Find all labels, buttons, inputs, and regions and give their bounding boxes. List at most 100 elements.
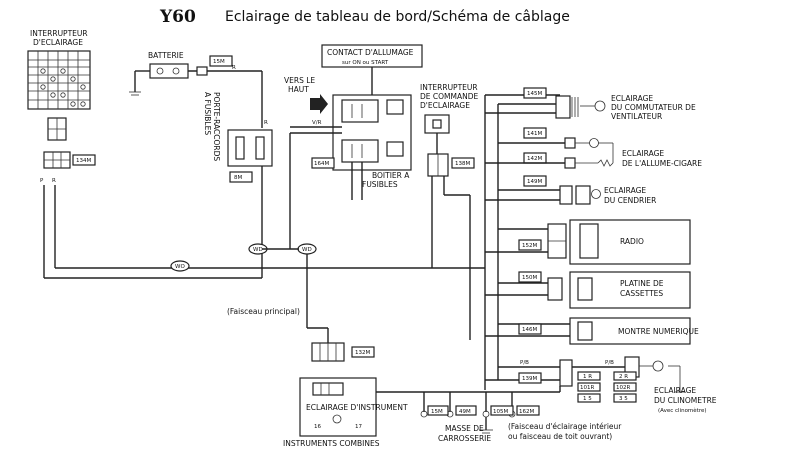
clinometer-bulb-icon: [652, 360, 664, 372]
connector-label-146m: 146M: [522, 327, 537, 333]
ground-label-105m: 105M: [493, 409, 508, 415]
connector-tag-15m: [209, 55, 233, 67]
instrument-pin-16: 16: [314, 424, 321, 430]
fan-bulb-icon: [594, 100, 606, 112]
wire-code-vr: V/R: [312, 120, 322, 126]
connector-tag-141m: [523, 127, 547, 139]
svg-text:102R: 102R: [616, 385, 630, 391]
ignition-label-1: CONTACT D'ALLUMAGE: [327, 48, 414, 57]
fan-label-2: DU COMMUTATEUR DE: [611, 103, 696, 112]
control-switch-label-3: D'ECLAIRAGE: [420, 101, 470, 110]
connector-label-8m: 8M: [234, 175, 242, 181]
svg-text:101R: 101R: [580, 385, 594, 391]
fuse-holder-label-1: PORTE-RACCORDS: [212, 92, 221, 161]
connector-tag-132m: [351, 346, 375, 358]
connector-label-132m: 132M: [355, 350, 370, 356]
cigar-label-2: DE L'ALLUME-CIGARE: [622, 159, 702, 168]
instrument-pin-17: 17: [355, 424, 362, 430]
junction-wo: [170, 260, 190, 272]
junction-wd-2-label: WD: [302, 247, 312, 253]
fuse-holder-label-2: A FUSIBLES: [203, 92, 212, 135]
bulb-icon: [332, 414, 342, 424]
ground-tag-105m: [490, 405, 514, 416]
fuse-box-label-2: FUSIBLES: [362, 180, 398, 189]
control-switch-label-2: DE COMMANDE: [420, 92, 478, 101]
model-code: Y60: [159, 7, 196, 27]
connector-label-164m: 164M: [314, 161, 329, 167]
interior-harness-label-2: ou faisceau de toit ouvrant): [508, 432, 612, 441]
direction-label-1: VERS LE: [284, 76, 315, 85]
connector-tag-146m: [518, 323, 542, 335]
fuse-holder: [227, 129, 273, 167]
ground-label-162m: 162M: [519, 409, 534, 415]
ashtray-connector: [575, 185, 591, 205]
interior-harness-label-1: (Faisceau d'éclairage intérieur: [508, 422, 622, 431]
junction-wd-1-label: WD: [253, 247, 263, 253]
cigar-bulb-icon: [589, 138, 599, 148]
ashtray-label-1: ECLAIRAGE: [604, 186, 646, 195]
instrument-cluster-label: INSTRUMENTS COMBINES: [283, 439, 380, 448]
body-ground-label-1: MASSE DE: [445, 424, 484, 433]
ashtray-label-2: DU CENDRIER: [604, 196, 656, 205]
junction-wo-label: WO: [175, 264, 185, 270]
control-switch-label-1: INTERRUPTEUR: [420, 83, 478, 92]
battery: [149, 63, 189, 79]
main-harness-label: (Faisceau principal): [227, 307, 300, 316]
connector-tag-145m: [523, 87, 547, 99]
wire-code-r-fuse: R: [264, 120, 268, 126]
instrument-lighting-label: ECLAIRAGE D'INSTRUMENT: [306, 403, 408, 412]
connector-tag-138m: [451, 157, 475, 169]
svg-text:1 5: 1 5: [583, 396, 592, 402]
wire-code-r-battery: R: [232, 65, 236, 71]
battery-label: BATTERIE: [148, 51, 184, 60]
wire-code-p-left: P: [40, 178, 44, 184]
connector-tag-8m: [229, 171, 253, 183]
svg-text:2 R: 2 R: [619, 374, 628, 380]
clinometer-code-table: 1 R 101R 2 R 102R 1 5 3 5: [577, 371, 637, 403]
ashtray-bulb-icon: [591, 189, 601, 199]
connector-label-142m: 142M: [527, 156, 542, 162]
page-title: Eclairage de tableau de bord/Schéma de c…: [225, 9, 570, 25]
connector-label-145m: 145M: [527, 91, 542, 97]
clinometer-label-3: (Avec clinomètre): [658, 407, 707, 414]
connector-tag-139m: [518, 372, 542, 384]
ground-label-15m: 15M: [431, 409, 443, 415]
svg-text:3 5: 3 5: [619, 396, 628, 402]
ignition-label-2: sur ON ou START: [342, 60, 389, 66]
wire-code-pb-1: P/B: [520, 360, 529, 366]
connector-tag-134m: [72, 154, 96, 166]
connector-label-134m: 134M: [76, 158, 91, 164]
connector-tag-152m: [518, 239, 542, 251]
fan-label-3: VENTILATEUR: [611, 112, 662, 121]
clock-label: MONTRE NUMERIQUE: [618, 327, 699, 336]
connector-label-150m: 150M: [522, 275, 537, 281]
fan-switch-connector: [555, 95, 571, 119]
connector-tag-164m: [311, 157, 335, 169]
connector-tag-149m: [523, 175, 547, 187]
wire-code-r-left: R: [52, 178, 56, 184]
connector-label-138m: 138M: [455, 161, 470, 167]
fusible-link: [196, 66, 208, 76]
clinometer-label-2: DU CLINOMETRE: [654, 396, 717, 405]
body-ground-label-2: CARROSSERIE: [438, 434, 491, 443]
cassette-label-1: PLATINE DE: [620, 279, 664, 288]
connector-tag-150m: [518, 271, 542, 283]
switch-grid: [27, 50, 91, 110]
connector-label-152m: 152M: [522, 243, 537, 249]
direction-label-2: HAUT: [288, 85, 309, 94]
clinometer-label-1: ECLAIRAGE: [654, 386, 696, 395]
connector-label-149m: 149M: [527, 179, 542, 185]
ground-tag-49m: [455, 405, 477, 416]
arrow-up-icon: [310, 94, 328, 114]
light-switch-label-2: D'ECLAIRAGE: [33, 38, 83, 47]
cigar-label-1: ECLAIRAGE: [622, 149, 664, 158]
fuse-box-label-1: BOITIER A: [372, 171, 410, 180]
cassette-label-2: CASSETTES: [620, 289, 663, 298]
connector-label-139m: 139M: [522, 376, 537, 382]
ground-tag-162m: [516, 405, 540, 416]
fan-label-1: ECLAIRAGE: [611, 94, 653, 103]
svg-text:1 R: 1 R: [583, 374, 592, 380]
wire-code-pb-2: P/B: [605, 360, 614, 366]
ground-label-49m: 49M: [459, 409, 471, 415]
